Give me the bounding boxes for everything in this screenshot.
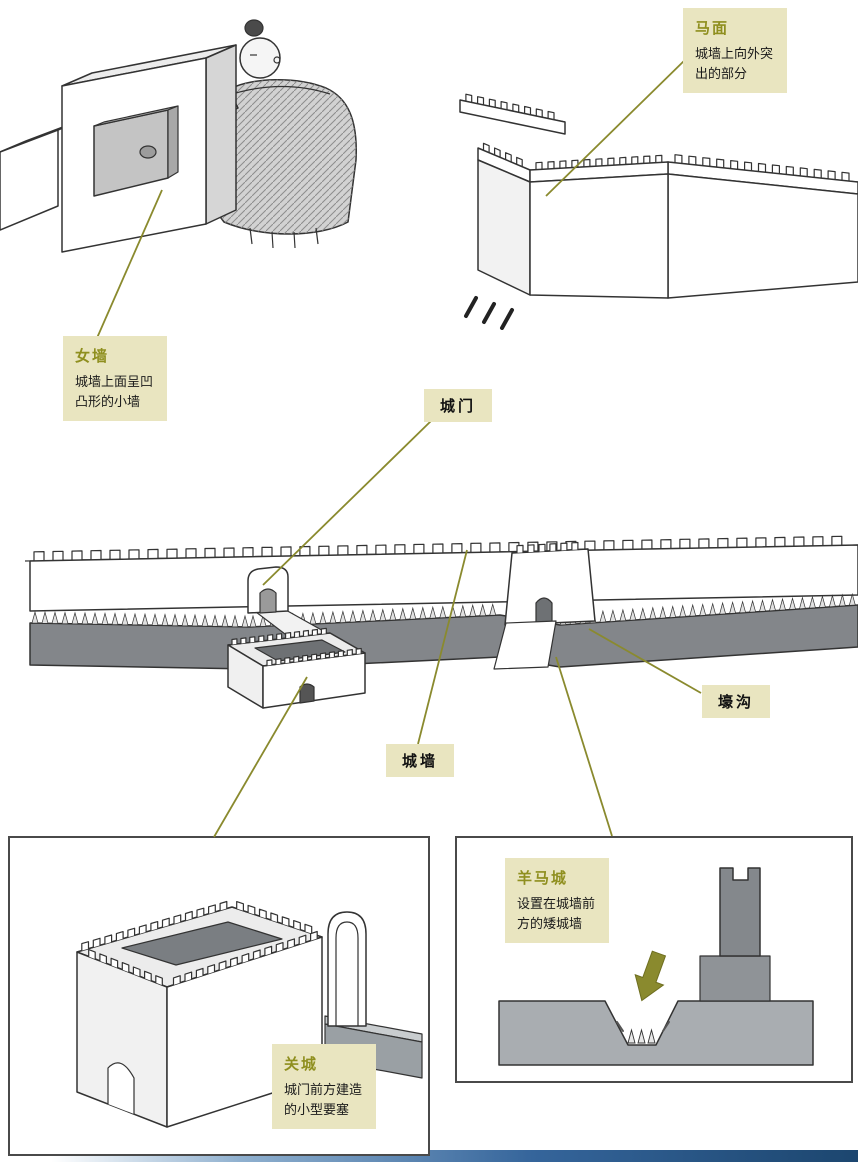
moat-bridge — [493, 620, 557, 670]
illustration-yangmacheng-detail — [498, 867, 814, 1066]
label-haogou: 壕沟 — [702, 685, 770, 718]
panel-yangmacheng: 羊马城 设置在城墙前方的矮城墙 — [455, 836, 853, 1083]
label-guancheng-title: 关城 — [284, 1056, 319, 1073]
label-yangmacheng-desc: 设置在城墙前方的矮城墙 — [517, 896, 596, 932]
illustration-city-wall-overview — [24, 535, 858, 709]
label-nvqiang-title: 女墙 — [75, 348, 110, 365]
city-gate — [247, 566, 289, 614]
illustration-mamian-wall — [459, 93, 858, 330]
down-arrow-icon — [634, 950, 667, 1002]
stakes-row — [31, 610, 249, 628]
wall-pier — [699, 955, 771, 1002]
fortress-door — [299, 683, 315, 704]
bastion — [477, 142, 669, 299]
label-nvqiang: 女墙 城墙上面呈凹凸形的小墙 — [63, 336, 167, 422]
impact-marks — [616, 1021, 670, 1032]
label-mamian-desc: 城墙上向外突出的部分 — [695, 46, 774, 82]
label-chengmen: 城门 — [424, 389, 492, 422]
panel-guancheng: 关城 城门前方建造的小型要塞 — [8, 836, 430, 1156]
label-guancheng-desc: 城门前方建造的小型要塞 — [284, 1082, 363, 1118]
gate-tower — [493, 541, 596, 670]
illustration-parapet-soldier — [0, 19, 357, 253]
label-chengqiang: 城墙 — [386, 744, 454, 777]
label-yangmacheng: 羊马城 设置在城墙前方的矮城墙 — [505, 858, 609, 944]
tower — [719, 867, 761, 957]
label-nvqiang-desc: 城墙上面呈凹凸形的小墙 — [75, 374, 154, 410]
label-mamian-title: 马面 — [695, 20, 730, 37]
wall-stub — [327, 911, 367, 1027]
motion-marks — [464, 296, 514, 330]
right-wall — [667, 154, 858, 299]
city-wall — [24, 535, 858, 612]
fortress-gate-arch — [107, 1062, 135, 1114]
trench-stakes — [627, 1028, 656, 1044]
label-yangmacheng-title: 羊马城 — [517, 870, 569, 887]
parapet-block — [61, 44, 237, 253]
far-wall — [459, 93, 566, 135]
label-guancheng: 关城 城门前方建造的小型要塞 — [272, 1044, 376, 1130]
label-mamian: 马面 城墙上向外突出的部分 — [683, 8, 787, 94]
hand-in-opening — [139, 145, 157, 159]
ground-section — [498, 1000, 814, 1066]
